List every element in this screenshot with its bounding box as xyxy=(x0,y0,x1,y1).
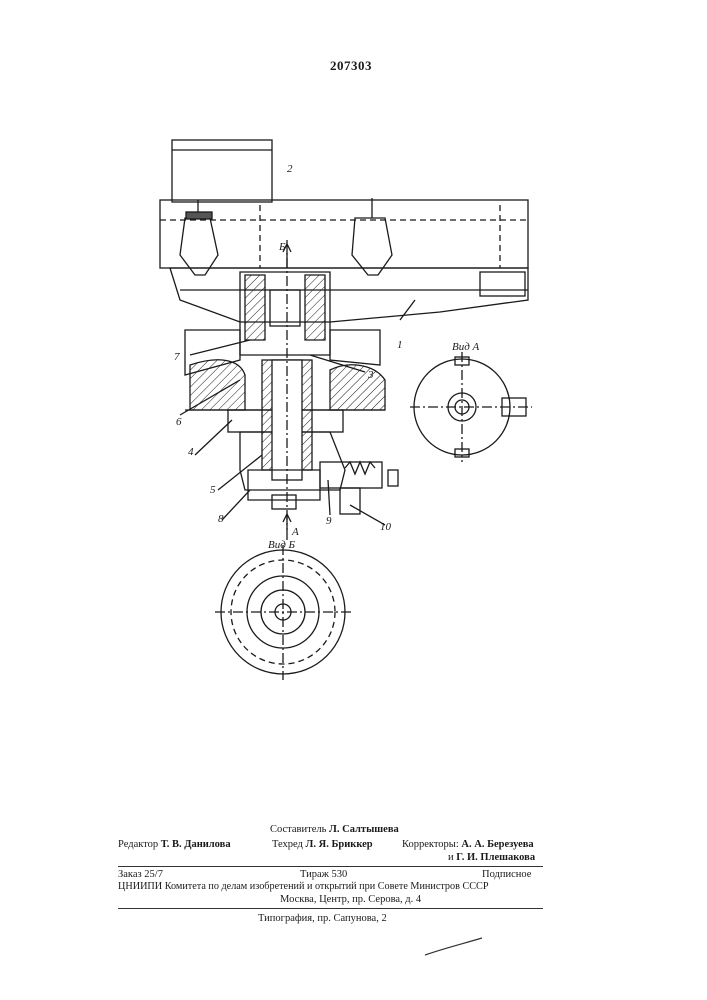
divider-1 xyxy=(118,866,543,867)
clamp-right xyxy=(352,218,392,275)
arrow-b-label: Б xyxy=(278,241,286,253)
institute-line: ЦНИИПИ Комитета по делам изобретений и о… xyxy=(118,880,489,893)
label-3: 3 xyxy=(367,369,374,381)
motor-block xyxy=(172,140,272,202)
label-5: 5 xyxy=(210,484,216,496)
clamp-left xyxy=(180,218,218,275)
techred-line: Техред Л. Я. Бриккер xyxy=(272,838,373,851)
arrow-a-label: А xyxy=(291,526,299,538)
typography-line: Типография, пр. Сапунова, 2 xyxy=(258,912,387,925)
techred-name: Л. Я. Бриккер xyxy=(306,839,373,850)
label-4: 4 xyxy=(188,446,194,458)
subscription: Подписное xyxy=(482,868,531,881)
corrector-2: Г. И. Плешакова xyxy=(456,852,535,863)
address-line: Москва, Центр, пр. Серова, д. 4 xyxy=(280,893,421,906)
corrector-2-prefix: и xyxy=(448,852,454,863)
corrector-2-line: и Г. И. Плешакова xyxy=(448,851,535,864)
view-b-title: Вид Б xyxy=(268,539,296,551)
correctors-line: Корректоры: А. А. Березуева xyxy=(402,838,534,851)
correctors-label: Корректоры: xyxy=(402,839,459,850)
housing-2 xyxy=(160,200,528,268)
compiler-name: Л. Салтышева xyxy=(329,824,399,835)
divider-2 xyxy=(118,908,543,909)
knob-10 xyxy=(340,488,360,514)
compiler-label: Составитель xyxy=(270,824,326,835)
compiler-line: Составитель Л. Салтышева xyxy=(270,823,399,836)
label-9: 9 xyxy=(326,515,332,527)
label-1: 1 xyxy=(397,339,403,351)
label-8: 8 xyxy=(218,513,224,525)
label-2: 2 xyxy=(287,163,293,175)
editor-label: Редактор xyxy=(118,839,158,850)
base-plate-1 xyxy=(170,268,528,322)
view-a-title: Вид А xyxy=(452,341,480,353)
label-7: 7 xyxy=(174,351,180,363)
editor-name: Т. В. Данилова xyxy=(161,839,231,850)
label-6: 6 xyxy=(176,416,182,428)
label-10: 10 xyxy=(380,521,392,533)
techred-label: Техред xyxy=(272,839,303,850)
editor-line: Редактор Т. В. Данилова xyxy=(118,838,231,851)
corrector-1: А. А. Березуева xyxy=(461,839,533,850)
